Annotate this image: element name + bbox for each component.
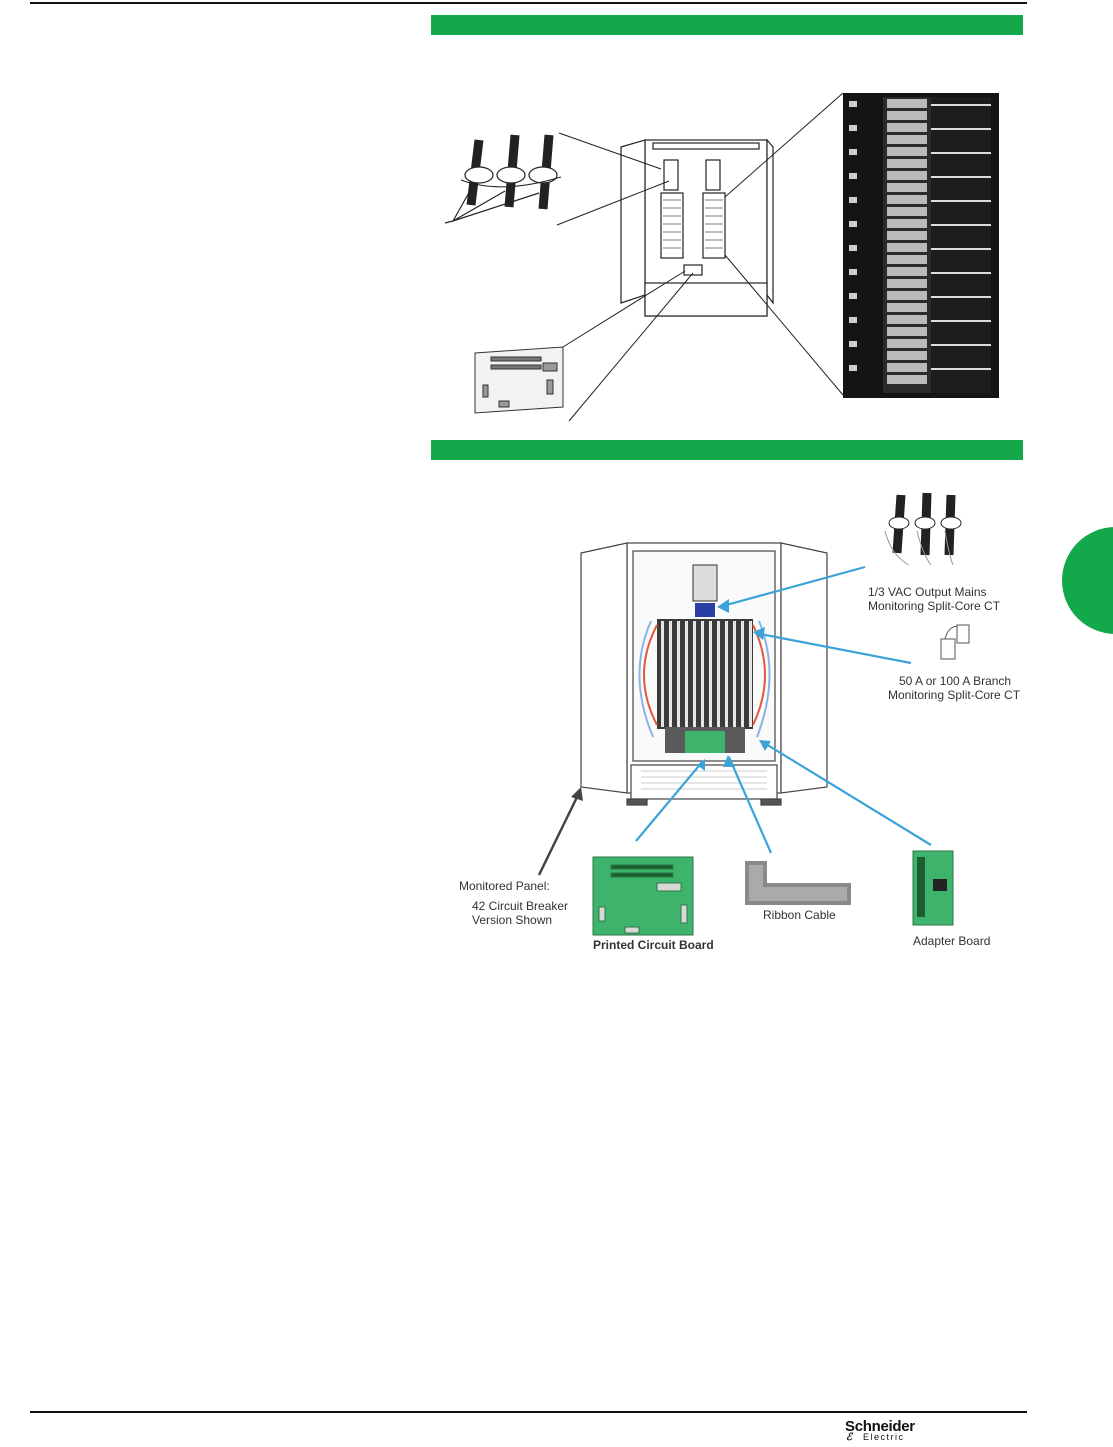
mains-ct-blue — [695, 603, 715, 617]
mains-ct-label-line2: Monitoring Split-Core CT — [868, 599, 1001, 613]
logo-subtext: ℰ Electric — [845, 1432, 945, 1443]
adapter-board-picture — [912, 850, 954, 926]
printed-circuit-board-picture — [592, 856, 694, 936]
breaker-terminals — [849, 101, 857, 371]
leader-lines — [556, 92, 844, 422]
bottom-rule — [30, 1411, 1027, 1413]
monitored-panel-label-line1: Monitored Panel: — [459, 879, 550, 893]
pcb-inside — [685, 731, 725, 753]
ribbon-cable-picture — [745, 861, 851, 905]
ribbon-cable-label: Ribbon Cable — [763, 908, 836, 922]
logo-leaf-icon: ℰ — [846, 1432, 854, 1443]
adapter-board-label: Adapter Board — [913, 934, 991, 948]
branch-breaker-stripes — [661, 621, 752, 727]
branch-breakers — [657, 619, 753, 729]
main-breaker — [692, 564, 718, 602]
monitored-panel-label-line2: 42 Circuit Breaker — [472, 899, 569, 913]
figure-2-monitored-panel — [537, 492, 970, 936]
logo-wordmark: Schneider — [845, 1418, 915, 1435]
mains-ct-drawing — [444, 134, 562, 224]
mains-ct-photo — [884, 492, 962, 566]
branch-ct-label-line1: 50 A or 100 A Branch — [899, 674, 1012, 688]
section-header-bar-1 — [431, 15, 1023, 35]
mains-ct-label-line1: 1/3 VAC Output Mains — [868, 585, 987, 599]
chapter-tab — [1062, 527, 1113, 634]
section-header-bar-2 — [431, 440, 1023, 460]
blue-callouts — [635, 565, 932, 854]
monitored-panel-label-line3: Version Shown — [472, 913, 553, 927]
breaker-rows — [887, 99, 927, 384]
schneider-electric-logo: Schneider ℰ Electric — [845, 1418, 945, 1443]
pcb-label: Printed Circuit Board — [593, 938, 714, 952]
ct-wiring — [638, 620, 771, 738]
branch-ct-label-line2: Monitoring Split-Core CT — [888, 688, 1021, 702]
breaker-wires — [931, 104, 991, 370]
logo-electric-text: Electric — [863, 1432, 905, 1442]
panel-arrow — [537, 792, 581, 876]
blue-callout-arrows — [697, 599, 771, 771]
top-rule — [30, 2, 1027, 4]
figure-1-panel-diagram — [444, 92, 999, 422]
cabinet-drawing — [620, 138, 774, 317]
circuit-board-drawing — [474, 346, 564, 414]
branch-ct-icon — [940, 624, 970, 660]
